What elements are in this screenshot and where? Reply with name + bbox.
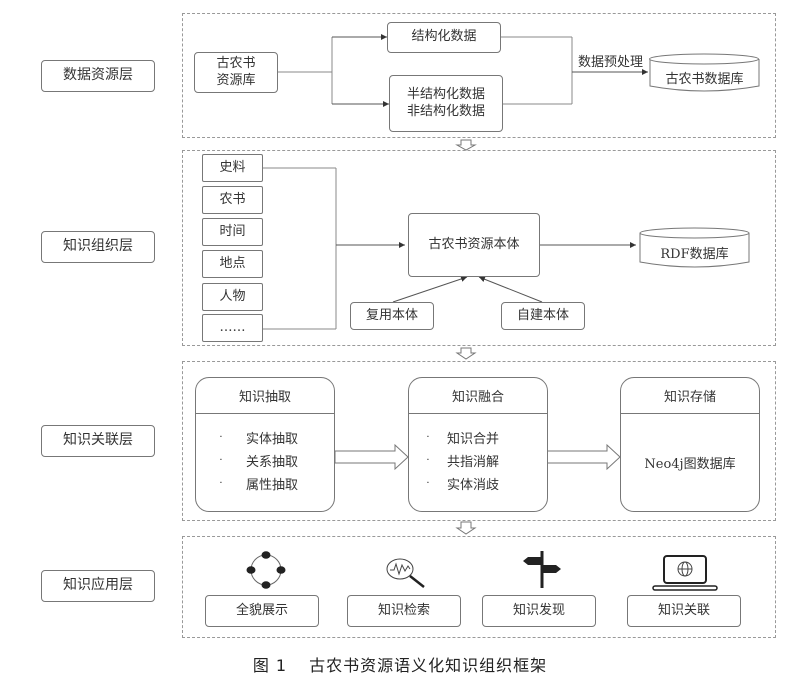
category-box: 人物 xyxy=(202,283,263,311)
app-button-label: 知识关联 xyxy=(657,602,710,618)
down-arrow-2 xyxy=(455,347,477,360)
panel-knowledge-org xyxy=(182,150,776,346)
layer-label-data-resource: 数据资源层 xyxy=(41,60,155,92)
reuse-ontology-box: 复用本体 xyxy=(350,302,434,330)
ancient-book-source-box: 古农书 资源库 xyxy=(194,52,278,93)
bullet-icon: · xyxy=(426,478,430,489)
self-built-ontology-box: 自建本体 xyxy=(501,302,585,330)
category-label: 地点 xyxy=(219,255,246,271)
arrow-reuse-to-ontology xyxy=(392,276,468,303)
semi-structured-label: 半结构化数据 xyxy=(406,87,485,103)
layer-label-text: 知识组织层 xyxy=(63,238,133,255)
structured-data-box: 结构化数据 xyxy=(387,22,501,53)
app-button-label: 知识发现 xyxy=(512,602,565,618)
self-built-ontology-label: 自建本体 xyxy=(516,307,569,323)
bullet-icon: · xyxy=(426,432,430,443)
rdf-database-label: RDF数据库 xyxy=(660,246,729,262)
list-item-label: 实体消歧 xyxy=(447,478,500,493)
panel-knowledge-link xyxy=(182,361,776,521)
list-item: · 关系抽取 xyxy=(196,449,334,472)
category-label: 人物 xyxy=(219,288,246,304)
category-label: …… xyxy=(219,319,246,335)
laptop-globe-icon xyxy=(652,555,718,591)
panel-data-resource xyxy=(182,13,776,138)
category-label: 农书 xyxy=(219,191,246,207)
app-button-overview[interactable]: 全貌展示 xyxy=(205,595,319,627)
source-line-2: 资源库 xyxy=(216,72,256,88)
app-button-label: 全貌展示 xyxy=(235,602,288,618)
list-item: · 实体抽取 xyxy=(196,426,334,449)
list-item-label: 关系抽取 xyxy=(246,455,299,470)
app-button-label: 知识检索 xyxy=(377,602,430,618)
layer-label-text: 数据资源层 xyxy=(63,67,133,84)
knowledge-extraction-card: 知识抽取 · 实体抽取 · 关系抽取 · 属性抽取 xyxy=(195,377,335,512)
data-layer-connectors xyxy=(277,34,648,107)
card-title: 知识融合 xyxy=(409,378,547,414)
hollow-arrow-extraction-to-fusion xyxy=(334,443,409,471)
list-item: · 实体消歧 xyxy=(409,472,547,495)
figure-title: 古农书资源语义化知识组织框架 xyxy=(309,656,548,675)
down-arrow-1 xyxy=(455,139,477,151)
magnifier-icon xyxy=(386,558,425,588)
figure-number: 图 1 xyxy=(252,656,288,675)
reuse-ontology-label: 复用本体 xyxy=(365,307,418,323)
neo4j-label: Neo4j图数据库 xyxy=(644,456,736,472)
preprocess-label: 数据预处理 xyxy=(578,55,644,70)
bullet-icon: · xyxy=(219,432,223,443)
list-item-label: 共指消解 xyxy=(447,455,500,470)
category-label: 时间 xyxy=(219,223,246,239)
list-item: · 共指消解 xyxy=(409,449,547,472)
card-list: · 知识合并 · 共指消解 · 实体消歧 xyxy=(409,426,547,495)
arrow-selfbuilt-to-ontology xyxy=(478,276,543,303)
layer-label-knowledge-link: 知识关联层 xyxy=(41,425,155,457)
rdf-cylinder xyxy=(639,227,750,268)
hollow-arrow-fusion-to-storage xyxy=(546,443,621,471)
ontology-label: 古农书资源本体 xyxy=(428,236,520,252)
database-cylinder xyxy=(649,53,760,92)
category-box: 农书 xyxy=(202,186,263,214)
bullet-icon: · xyxy=(426,455,430,466)
panel-knowledge-app xyxy=(182,536,776,638)
network-circle-icon xyxy=(246,551,286,589)
card-title: 知识抽取 xyxy=(196,378,334,414)
card-title: 知识存储 xyxy=(621,378,759,414)
ontology-box: 古农书资源本体 xyxy=(408,213,540,277)
layer-label-text: 知识应用层 xyxy=(63,577,133,594)
app-button-association[interactable]: 知识关联 xyxy=(627,595,741,627)
layer-label-knowledge-org: 知识组织层 xyxy=(41,231,155,263)
bullet-icon: · xyxy=(219,478,223,489)
list-item: · 属性抽取 xyxy=(196,472,334,495)
down-arrow-3 xyxy=(455,521,477,535)
bullet-icon: · xyxy=(219,455,223,466)
category-box: …… xyxy=(202,314,263,342)
layer-label-text: 知识关联层 xyxy=(63,432,133,449)
semi-unstructured-data-box: 半结构化数据 非结构化数据 xyxy=(389,75,503,132)
category-box: 时间 xyxy=(202,218,263,246)
app-button-retrieval[interactable]: 知识检索 xyxy=(347,595,461,627)
structured-data-label: 结构化数据 xyxy=(411,29,477,45)
source-line-1: 古农书 xyxy=(216,56,256,72)
card-list: · 实体抽取 · 关系抽取 · 属性抽取 xyxy=(196,426,334,495)
category-box: 地点 xyxy=(202,250,263,278)
figure-caption: 图 1 古农书资源语义化知识组织框架 xyxy=(0,652,800,676)
signpost-icon xyxy=(523,551,561,588)
category-label: 史料 xyxy=(219,159,246,175)
org-layer-connectors xyxy=(263,167,636,330)
list-item-label: 属性抽取 xyxy=(246,478,299,493)
ancient-book-database-label: 古农书数据库 xyxy=(665,71,744,87)
category-box: 史料 xyxy=(202,154,263,182)
knowledge-fusion-card: 知识融合 · 知识合并 · 共指消解 · 实体消歧 xyxy=(408,377,548,512)
unstructured-label: 非结构化数据 xyxy=(406,103,485,119)
list-item-label: 知识合并 xyxy=(447,432,500,447)
app-button-discovery[interactable]: 知识发现 xyxy=(482,595,596,627)
knowledge-storage-card: 知识存储 Neo4j图数据库 xyxy=(620,377,760,512)
list-item: · 知识合并 xyxy=(409,426,547,449)
layer-label-knowledge-app: 知识应用层 xyxy=(41,570,155,602)
list-item-label: 实体抽取 xyxy=(246,432,299,447)
